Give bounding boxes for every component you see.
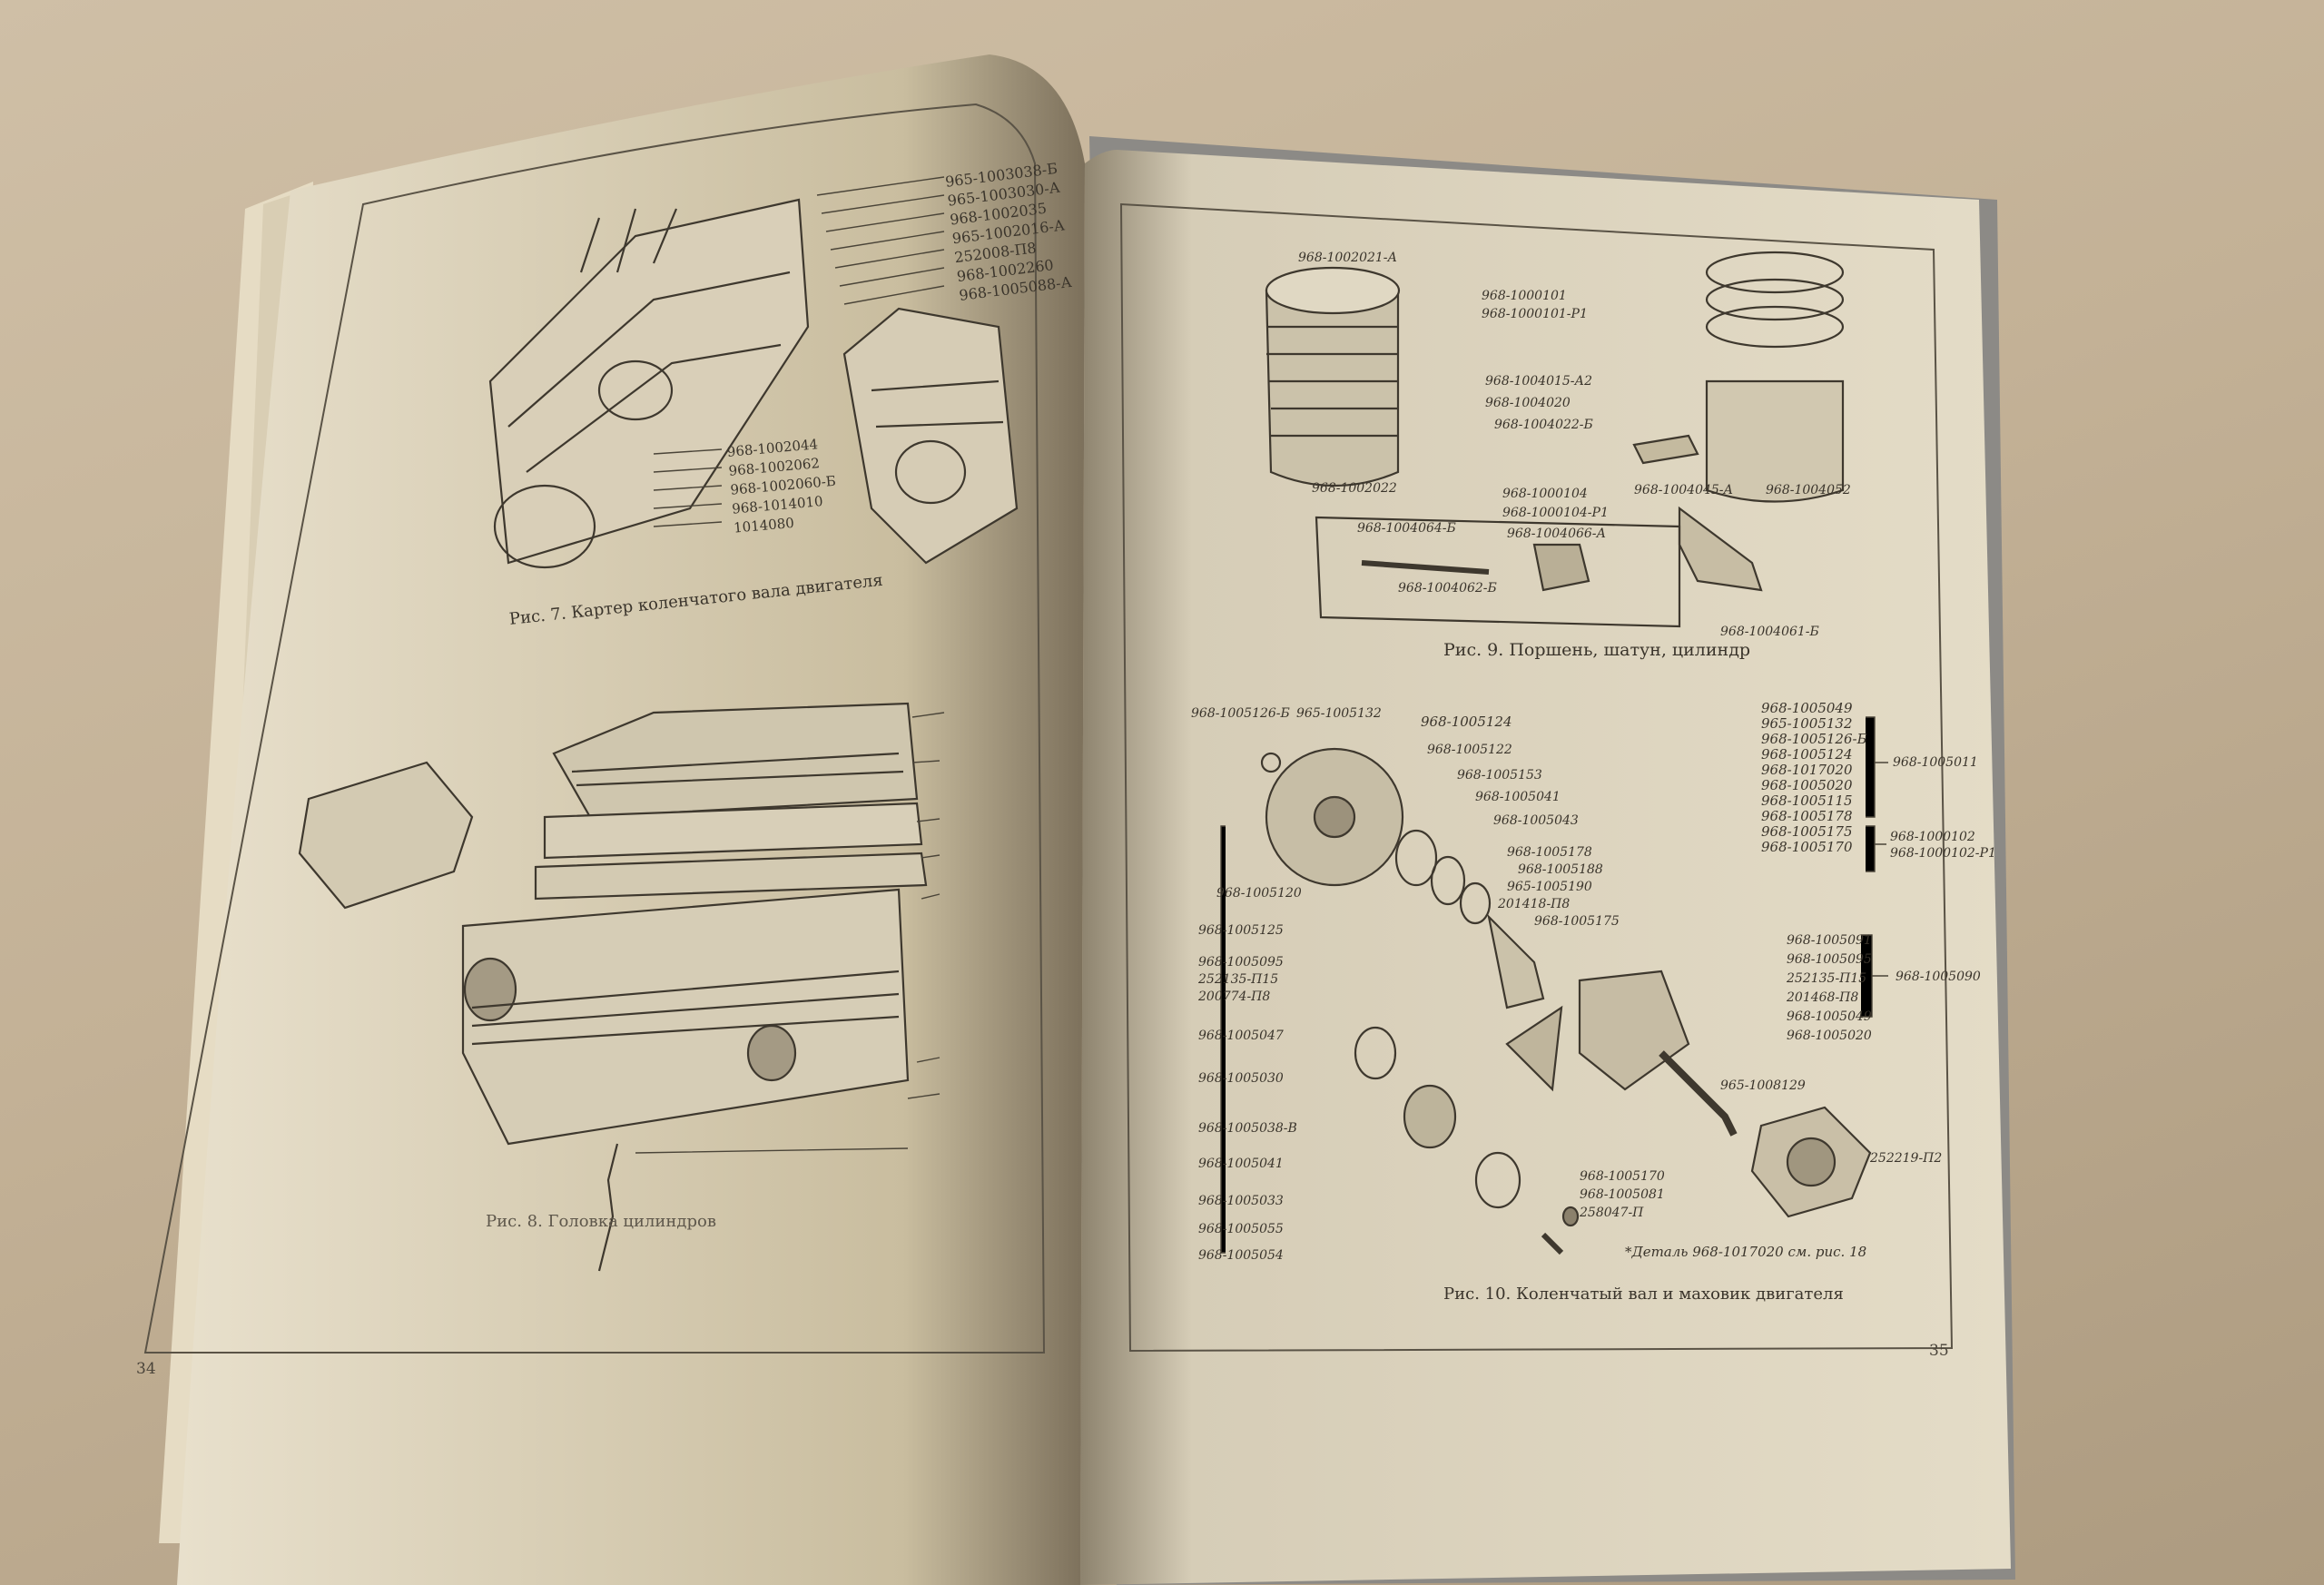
part-label: 968-1002021-А — [1298, 251, 1398, 265]
fig8-leader-lines — [635, 712, 945, 1154]
part-label: 965-1005132 — [1761, 715, 1853, 732]
fig10-left-labels: 968-1005120 968-1005125 968-1005095 2521… — [1198, 885, 1302, 1263]
fig10-drawing — [1260, 747, 1872, 1255]
part-label: 968-1005091 — [1787, 933, 1872, 948]
fig10-caption: Рис. 10. Коленчатый вал и маховик двигат… — [1443, 1285, 1844, 1304]
part-label: 201418-П8 — [1498, 897, 1571, 911]
fig10-bottom-labels: 968-1005170 968-1005081 258047-П — [1580, 1167, 1665, 1222]
fig7-labels-lower: 968-1002044 968-1002062 968-1002060-Б 96… — [726, 434, 840, 538]
fig7-drawing — [488, 198, 1019, 569]
part-label: 968-1005125 — [1198, 923, 1284, 938]
part-label: 968-1005038-В — [1198, 1121, 1297, 1136]
part-label: 965-1008129 — [1720, 1078, 1806, 1093]
group-ref-label: 968-1000102 — [1890, 830, 1975, 844]
part-label: 968-1005020 — [1761, 777, 1853, 793]
part-label: 968-1005120 — [1216, 886, 1302, 901]
left-page-frame — [143, 103, 1046, 1354]
fig9-drawing — [1265, 251, 1845, 628]
part-label: 965-1005190 — [1507, 880, 1592, 894]
part-label: 252135-П15 — [1787, 971, 1867, 986]
part-label: 968-1005054 — [1198, 1248, 1284, 1263]
part-label: 968-1004045-А — [1634, 483, 1734, 497]
part-label: 968-1000104 — [1502, 487, 1588, 501]
right-page — [1080, 150, 2011, 1585]
left-page-number: 34 — [136, 1360, 156, 1378]
fig8-caption: Рис. 8. Головка цилиндров — [486, 1212, 716, 1231]
part-label: 968-1005178 — [1761, 808, 1853, 824]
part-label: 968-1005030 — [1198, 1071, 1284, 1086]
part-label: 968-1005041 — [1475, 790, 1561, 804]
fig10-middle-labels: 968-1005178 968-1005188 965-1005190 2014… — [1498, 844, 1620, 930]
fig7-labels-right: 965-1003038-Б 965-1003030-А 968-1002035 … — [944, 159, 1073, 305]
fig7-leader-lines — [653, 176, 945, 527]
part-label: 968-1005188 — [1518, 862, 1603, 877]
part-label: 968-1005049 — [1761, 700, 1853, 716]
part-label: 968-1005041 — [1198, 1157, 1284, 1171]
part-label: 968-1005095 — [1787, 952, 1872, 967]
part-label: 968-1005043 — [1493, 813, 1579, 828]
part-label: 252135-П15 — [1198, 972, 1279, 987]
right-page-number: 35 — [1929, 1342, 1949, 1360]
part-label: 968-1000101-Р1 — [1482, 307, 1588, 321]
fig9-caption: Рис. 9. Поршень, шатун, цилиндр — [1443, 640, 1751, 660]
part-label: 968-1004062-Б — [1398, 581, 1497, 596]
group-ref-label: 968-1005090 — [1896, 970, 1981, 984]
fig10-footnote: *Деталь 968-1017020 см. рис. 18 — [1625, 1244, 1867, 1260]
part-label: 968-1005115 — [1761, 792, 1853, 809]
part-label: 968-1005020 — [1787, 1029, 1872, 1043]
part-label: 200774-П8 — [1198, 989, 1271, 1004]
part-label: 968-1004061-Б — [1720, 625, 1819, 639]
part-label: 968-1004022-Б — [1494, 418, 1593, 432]
part-label: 201468-П8 — [1787, 990, 1859, 1005]
right-page-frame — [1119, 202, 1954, 1353]
part-label: 968-1005178 — [1507, 845, 1592, 860]
part-label: 968-1005081 — [1580, 1187, 1665, 1202]
part-label: 968-1005126-Б — [1761, 731, 1867, 747]
part-label: 968-1005047 — [1198, 1029, 1284, 1043]
fig8-drawing — [298, 702, 928, 1272]
part-label: 968-1005170 — [1761, 839, 1853, 855]
part-label: 968-1004052 — [1766, 483, 1851, 497]
part-label: 968-1005095 — [1198, 955, 1284, 970]
part-label: 968-1004015-А2 — [1485, 374, 1593, 389]
part-label: 968-1005124 — [1421, 714, 1512, 730]
part-label: 258047-П — [1580, 1206, 1644, 1220]
part-label: 968-1005049 — [1787, 1009, 1872, 1024]
part-label: 968-1005175 — [1761, 823, 1853, 840]
part-label: 968-1004064-Б — [1357, 521, 1456, 536]
part-label: 968-1005126-Б — [1191, 706, 1290, 721]
part-label: 965-1005132 — [1296, 706, 1382, 721]
fig10-brackets — [1220, 716, 1888, 1254]
fig10-middle-right-labels: 968-1005091 968-1005095 252135-П15 20146… — [1787, 931, 1872, 1046]
part-label: 968-1004020 — [1485, 396, 1571, 410]
group-ref-label: 968-1000102-Р1 — [1890, 846, 1996, 861]
part-label: 968-1005124 — [1761, 746, 1853, 763]
part-label: 968-1005170 — [1580, 1169, 1665, 1184]
part-label: 968-1005175 — [1534, 914, 1620, 929]
part-label: 968-1017020 — [1761, 762, 1853, 778]
part-label: 968-1004066-А — [1507, 527, 1607, 541]
part-label: 968-1005033 — [1198, 1194, 1284, 1208]
part-label: 968-1002022 — [1312, 481, 1397, 496]
group-ref-label: 968-1005011 — [1893, 755, 1978, 770]
part-label: 252219-П2 — [1870, 1151, 1943, 1166]
fig10-right-group: 968-1005049 965-1005132 968-1005126-Б 96… — [1761, 701, 1867, 855]
part-label: 968-1005122 — [1427, 743, 1512, 757]
part-label: 968-1000101 — [1482, 289, 1567, 303]
part-label: 968-1005153 — [1457, 768, 1542, 783]
part-label: 968-1000104-Р1 — [1502, 506, 1609, 520]
part-label: 968-1005055 — [1198, 1222, 1284, 1236]
